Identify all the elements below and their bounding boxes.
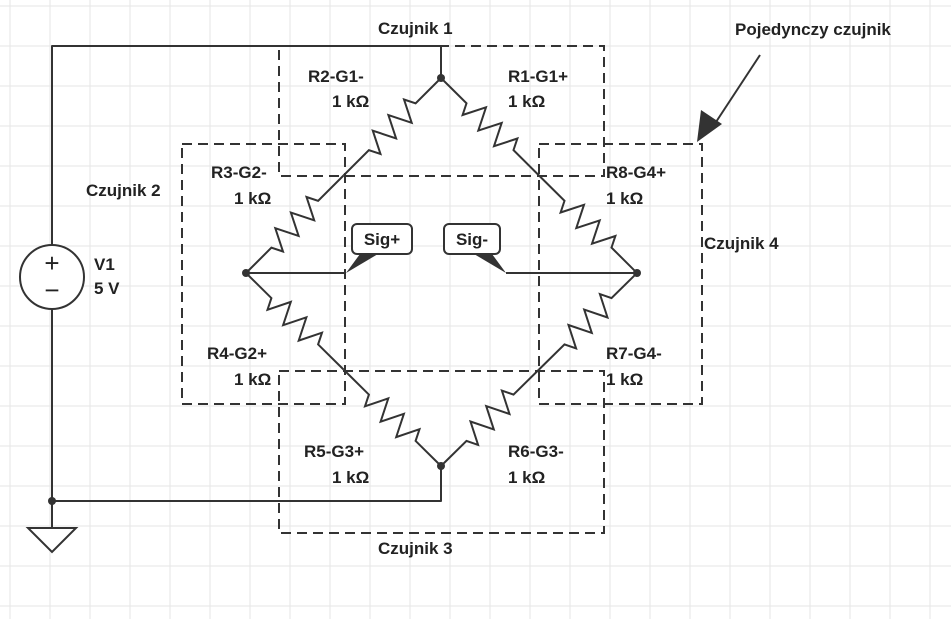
sig-plus-tag[interactable]: Sig+ bbox=[346, 223, 413, 273]
resistor-r5[interactable] bbox=[342, 368, 442, 467]
sensor-1-region bbox=[278, 45, 605, 177]
sensor-1-label: Czujnik 1 bbox=[378, 19, 453, 38]
r8-name-label: R8-G4+ bbox=[606, 163, 666, 182]
sensor-2-region bbox=[181, 143, 346, 405]
r4-name-label: R4-G2+ bbox=[207, 344, 267, 363]
resistor-r4[interactable] bbox=[245, 272, 345, 371]
sig-plus-pointer-icon bbox=[346, 254, 378, 273]
resistor-r2[interactable] bbox=[342, 77, 442, 177]
r4-value-label: 1 kΩ bbox=[234, 370, 271, 389]
source-value-label: 5 V bbox=[94, 279, 120, 298]
sensor-2-label: Czujnik 2 bbox=[86, 181, 161, 200]
voltage-source-v1[interactable]: + − bbox=[19, 244, 85, 310]
r2-value-label: 1 kΩ bbox=[332, 92, 369, 111]
sig-plus-box bbox=[351, 223, 413, 255]
sensor-4-label: Czujnik 4 bbox=[704, 234, 779, 253]
resistor-bridge bbox=[245, 77, 638, 467]
sensor-3-label: Czujnik 3 bbox=[378, 539, 453, 558]
ground-return-wire bbox=[52, 466, 442, 502]
r5-value-label: 1 kΩ bbox=[332, 468, 369, 487]
resistor-r7[interactable] bbox=[538, 272, 638, 371]
r2-name-label: R2-G1- bbox=[308, 67, 364, 86]
minus-symbol: − bbox=[44, 275, 59, 305]
resistor-r3[interactable] bbox=[245, 174, 345, 274]
sensor-3-region bbox=[278, 370, 605, 534]
sensor-4-region bbox=[538, 143, 703, 405]
r8-value-label: 1 kΩ bbox=[606, 189, 643, 208]
bottom-node bbox=[437, 462, 445, 470]
r3-value-label: 1 kΩ bbox=[234, 189, 271, 208]
ground-junction-node bbox=[48, 497, 56, 505]
resistor-r8[interactable] bbox=[538, 174, 638, 274]
voltage-source-icon bbox=[19, 244, 85, 310]
r7-value-label: 1 kΩ bbox=[606, 370, 643, 389]
single-sensor-label: Pojedynczy czujnik bbox=[735, 20, 891, 39]
sig-minus-tag[interactable]: Sig- bbox=[443, 223, 506, 273]
sig-minus-box bbox=[443, 223, 501, 255]
resistor-r1[interactable] bbox=[440, 77, 540, 177]
plus-symbol: + bbox=[44, 248, 59, 278]
sig-minus-pointer-icon bbox=[474, 254, 506, 273]
pointer-arrow-icon bbox=[697, 110, 722, 142]
source-name-label: V1 bbox=[94, 255, 115, 274]
resistor-r6[interactable] bbox=[440, 368, 540, 467]
top-supply-wire bbox=[51, 45, 442, 253]
top-node bbox=[437, 74, 445, 82]
sig-plus-label: Sig+ bbox=[364, 230, 400, 249]
ground-icon bbox=[25, 527, 79, 554]
r6-name-label: R6-G3- bbox=[508, 442, 564, 461]
r3-name-label: R3-G2- bbox=[211, 163, 267, 182]
r5-name-label: R5-G3+ bbox=[304, 442, 364, 461]
supply-wires bbox=[51, 45, 442, 528]
r1-name-label: R1-G1+ bbox=[508, 67, 568, 86]
pointer-arrow-line bbox=[715, 54, 761, 123]
sig-minus-label: Sig- bbox=[456, 230, 488, 249]
r1-value-label: 1 kΩ bbox=[508, 92, 545, 111]
r7-name-label: R7-G4- bbox=[606, 344, 662, 363]
r6-value-label: 1 kΩ bbox=[508, 468, 545, 487]
